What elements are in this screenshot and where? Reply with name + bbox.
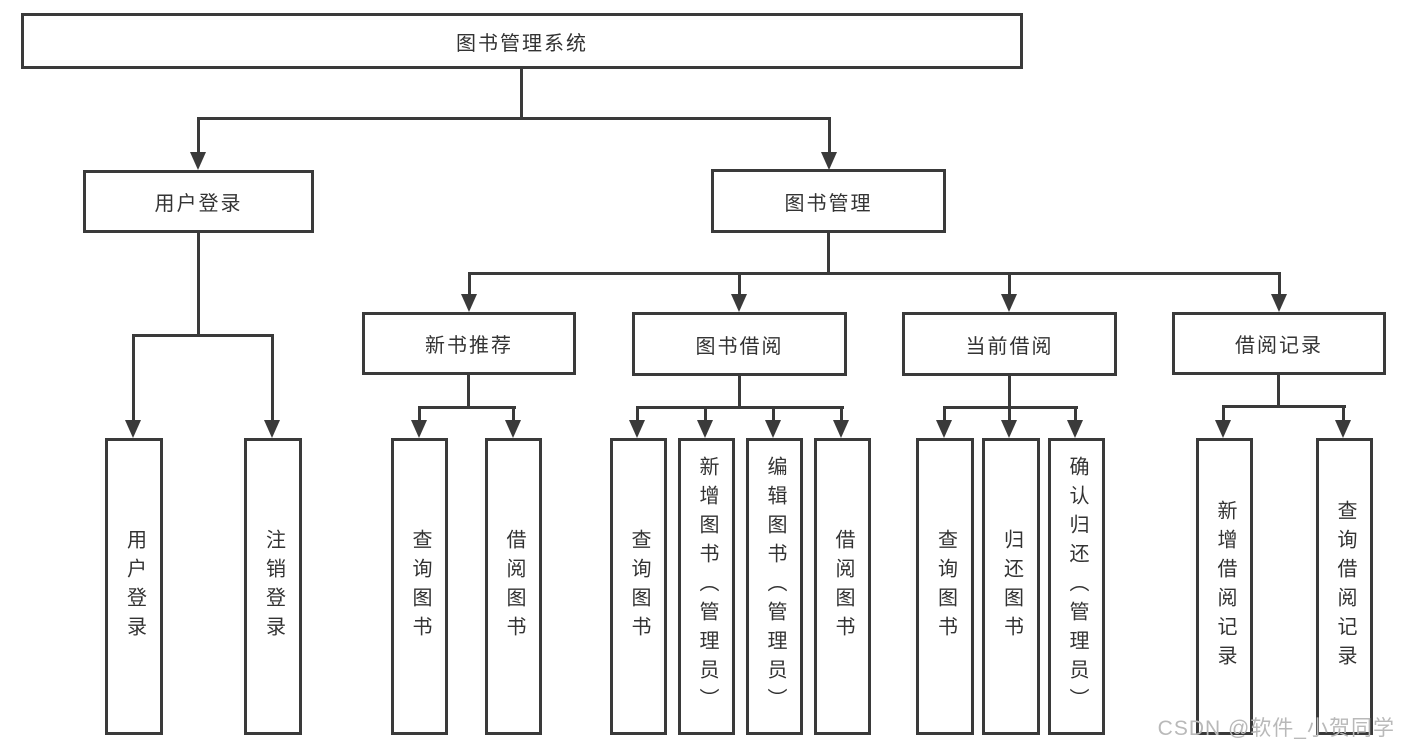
arrow-down-icon bbox=[1271, 294, 1287, 312]
node-user-login: 用户登录 bbox=[83, 170, 314, 233]
leaf-recommend-borrow-books: 借阅图书 bbox=[485, 438, 542, 735]
arrow-down-icon bbox=[1001, 294, 1017, 312]
connector-line bbox=[738, 272, 741, 297]
connector-line bbox=[772, 406, 775, 422]
node-borrowing-records: 借阅记录 bbox=[1172, 312, 1386, 375]
connector-line bbox=[704, 406, 707, 422]
leaf-current-return-books-label: 归还图书 bbox=[1000, 528, 1023, 645]
arrow-down-icon bbox=[821, 152, 837, 170]
leaf-records-query-record: 查询借阅记录 bbox=[1316, 438, 1373, 735]
node-book-management-label: 图书管理 bbox=[784, 192, 873, 215]
arrow-down-icon bbox=[1067, 420, 1083, 438]
connector-line bbox=[1277, 375, 1280, 408]
leaf-borrowing-add-books-label: 新增图书（管理员） bbox=[696, 456, 718, 717]
node-new-book-recommend: 新书推荐 bbox=[362, 312, 576, 375]
connector-line bbox=[636, 406, 844, 409]
leaf-borrowing-query-books: 查询图书 bbox=[610, 438, 667, 735]
leaf-current-return-books: 归还图书 bbox=[982, 438, 1040, 735]
leaf-current-query-books: 查询图书 bbox=[916, 438, 974, 735]
connector-line bbox=[197, 233, 200, 337]
arrow-down-icon bbox=[765, 420, 781, 438]
arrow-down-icon bbox=[190, 152, 206, 170]
leaf-recommend-query-books-label: 查询图书 bbox=[409, 528, 431, 645]
arrow-down-icon bbox=[936, 420, 952, 438]
node-borrowing-records-label: 借阅记录 bbox=[1235, 335, 1323, 357]
connector-line bbox=[271, 334, 274, 422]
leaf-borrowing-add-books: 新增图书（管理员） bbox=[678, 438, 735, 735]
connector-line bbox=[1008, 376, 1011, 409]
node-user-login-label: 用户登录 bbox=[154, 193, 243, 215]
csdn-watermark: CSDN @软件_小贺同学 bbox=[1157, 717, 1395, 740]
connector-line bbox=[467, 375, 470, 409]
connector-line bbox=[1008, 406, 1011, 422]
arrow-down-icon bbox=[833, 420, 849, 438]
leaf-current-confirm-return: 确认归还（管理员） bbox=[1048, 438, 1105, 735]
node-current-borrowing: 当前借阅 bbox=[902, 312, 1117, 376]
node-book-borrowing-label: 图书借阅 bbox=[695, 335, 784, 358]
leaf-borrowing-edit-books-label: 编辑图书（管理员） bbox=[764, 456, 786, 717]
connector-line bbox=[1278, 272, 1281, 297]
connector-line bbox=[840, 406, 843, 422]
leaf-recommend-query-books: 查询图书 bbox=[391, 438, 448, 735]
connector-line bbox=[418, 406, 516, 409]
arrow-down-icon bbox=[505, 420, 521, 438]
leaf-borrowing-query-books-label: 查询图书 bbox=[628, 528, 650, 645]
leaf-current-confirm-return-label: 确认归还（管理员） bbox=[1066, 456, 1088, 717]
arrow-down-icon bbox=[1215, 420, 1231, 438]
leaf-records-add-record-label: 新增借阅记录 bbox=[1214, 499, 1236, 674]
connector-line bbox=[943, 406, 946, 422]
leaf-recommend-borrow-books-label: 借阅图书 bbox=[503, 528, 525, 645]
leaf-user-login-label: 用户登录 bbox=[123, 528, 146, 645]
connector-line bbox=[1222, 405, 1346, 408]
node-current-borrowing-label: 当前借阅 bbox=[965, 335, 1054, 358]
connector-line bbox=[512, 406, 515, 422]
leaf-user-login: 用户登录 bbox=[105, 438, 163, 735]
leaf-borrowing-edit-books: 编辑图书（管理员） bbox=[746, 438, 803, 735]
connector-line bbox=[827, 233, 830, 275]
connector-line bbox=[468, 272, 1281, 275]
connector-line bbox=[418, 406, 421, 422]
connector-line bbox=[1342, 405, 1345, 422]
connector-line bbox=[1008, 272, 1011, 297]
arrow-down-icon bbox=[461, 294, 477, 312]
leaf-borrowing-borrow-books: 借阅图书 bbox=[814, 438, 871, 735]
arrow-down-icon bbox=[697, 420, 713, 438]
leaf-records-add-record: 新增借阅记录 bbox=[1196, 438, 1253, 735]
arrow-down-icon bbox=[629, 420, 645, 438]
connector-line bbox=[468, 272, 471, 297]
connector-line bbox=[197, 117, 831, 120]
arrow-down-icon bbox=[264, 420, 280, 438]
node-root: 图书管理系统 bbox=[21, 13, 1023, 69]
connector-line bbox=[197, 117, 200, 155]
leaf-logout-label: 注销登录 bbox=[262, 528, 285, 645]
arrow-down-icon bbox=[125, 420, 141, 438]
leaf-logout: 注销登录 bbox=[244, 438, 302, 735]
arrow-down-icon bbox=[1335, 420, 1351, 438]
node-book-management: 图书管理 bbox=[711, 169, 946, 233]
node-root-label: 图书管理系统 bbox=[456, 32, 588, 55]
connector-line bbox=[1222, 405, 1225, 422]
leaf-borrowing-borrow-books-label: 借阅图书 bbox=[832, 528, 854, 645]
node-book-borrowing: 图书借阅 bbox=[632, 312, 847, 376]
node-new-book-recommend-label: 新书推荐 bbox=[425, 335, 513, 357]
arrow-down-icon bbox=[731, 294, 747, 312]
arrow-down-icon bbox=[1001, 420, 1017, 438]
connector-line bbox=[636, 406, 639, 422]
connector-line bbox=[520, 69, 523, 119]
connector-line bbox=[828, 117, 831, 155]
arrow-down-icon bbox=[411, 420, 427, 438]
leaf-records-query-record-label: 查询借阅记录 bbox=[1334, 499, 1356, 674]
connector-line bbox=[132, 334, 135, 422]
leaf-current-query-books-label: 查询图书 bbox=[934, 528, 957, 645]
connector-line bbox=[1074, 406, 1077, 422]
connector-line bbox=[738, 376, 741, 409]
connector-line bbox=[132, 334, 274, 337]
